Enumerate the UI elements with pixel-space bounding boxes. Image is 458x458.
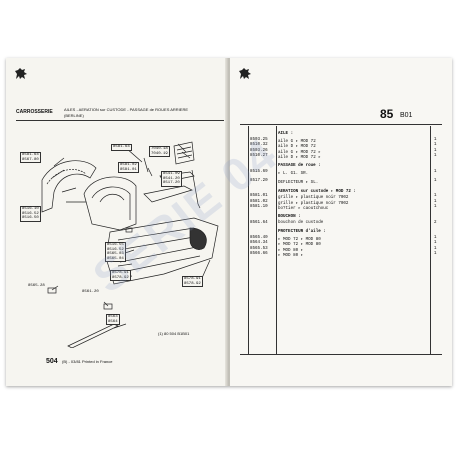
parts-code: 8565.40	[250, 236, 268, 240]
parts-desc: ▸ MOD 72 ▸ MOD 80	[278, 238, 321, 242]
parts-desc: grille ▸ plastique noir 7002	[278, 201, 349, 206]
parts-desc: DEFLECTEUR ▸ SL.	[278, 181, 319, 185]
parts-desc: bouchon de custode	[278, 220, 324, 225]
parts-code: 8581.01	[250, 194, 268, 199]
footer-model-number: 504	[46, 358, 58, 365]
parts-qty: 1	[434, 246, 437, 251]
parts-code: 8515.69	[250, 169, 268, 174]
section-subtitle: (BERLINE)	[64, 113, 84, 118]
parts-qty: 1	[434, 169, 437, 174]
parts-qty: 2	[434, 220, 437, 225]
parts-code: 8564.34	[250, 241, 268, 246]
parts-qty: 1	[434, 252, 437, 257]
parts-desc: grille ▸ plastique noir 7002	[278, 196, 349, 201]
parts-row: 8561.64 bouchon de custode 2	[250, 221, 446, 226]
parts-qty: 1	[434, 194, 437, 199]
table-rule	[430, 126, 431, 354]
parts-desc: ▸ MOD 72 ▸ MOD 80	[278, 243, 321, 248]
parts-row: 8566.66 ▸ MOD 80 ▸ 1	[250, 252, 446, 259]
group-heading: PROTECTEUR d'aile :	[278, 230, 326, 234]
parts-qty: 1	[434, 138, 437, 142]
parts-code: 8510.32	[250, 143, 268, 148]
parts-qty: 1	[434, 154, 437, 159]
table-rule	[240, 354, 442, 355]
parts-desc: aile D ▸ MOD 72	[278, 145, 316, 150]
parts-code: 8503.25	[250, 138, 268, 142]
parts-desc: aile G ▸ MOD 72	[278, 140, 316, 144]
parts-desc: aile G ▸ MOD 72 ▸	[278, 150, 321, 155]
parts-code: 8581.10	[250, 205, 268, 210]
table-rule	[276, 126, 277, 354]
parts-code: 8581.02	[250, 199, 268, 204]
parts-code: 8566.66	[250, 252, 268, 257]
parts-qty: 1	[434, 205, 437, 210]
table-rule	[248, 126, 249, 354]
group-heading: AERATION sur custode ▸ MOD 72 :	[278, 190, 356, 195]
parts-row: 8565.40 ▸ MOD 72 ▸ MOD 80 1	[250, 236, 446, 242]
peugeot-lion-logo	[239, 68, 251, 79]
group-heading: PASSAGE de roue :	[278, 163, 321, 168]
parts-row: 8564.34 ▸ MOD 72 ▸ MOD 80 1	[250, 241, 446, 248]
parts-desc: aile D ▸ MOD 72 ▸	[278, 156, 321, 161]
section-label: CARROSSERIE	[16, 109, 53, 115]
group-heading: AILE :	[278, 132, 294, 136]
parts-code: 8503.26	[250, 148, 268, 153]
parts-code: 8517.20	[250, 179, 268, 183]
callout-label: 8565.28	[28, 284, 45, 288]
parts-row: 8503.25 aile G ▸ MOD 72 1	[250, 138, 446, 144]
footer-print-info: (B) - 03/81 Printed in France	[62, 359, 113, 364]
section-code: B01	[400, 112, 413, 119]
parts-desc: bo?tier ▸ caoutchouc	[278, 207, 329, 212]
parts-qty: 1	[434, 143, 437, 148]
group-heading: BOUCHON :	[278, 214, 301, 219]
parts-code: 8561.64	[250, 220, 268, 225]
parts-row: 8581.10 bo?tier ▸ caoutchouc 1	[250, 205, 446, 212]
peugeot-lion-logo	[15, 68, 27, 79]
parts-qty: 1	[434, 241, 437, 246]
callout-label: 8561.20	[82, 290, 99, 294]
book-gutter	[225, 58, 233, 386]
page-number: 85	[380, 107, 394, 121]
parts-code: 8510.27	[250, 154, 268, 159]
parts-row: 8510.27 aile D ▸ MOD 72 ▸ 1	[250, 154, 446, 161]
parts-row: 8503.26 aile G ▸ MOD 72 ▸ 1	[250, 148, 446, 155]
parts-row: 8510.32 aile D ▸ MOD 72 1	[250, 143, 446, 150]
parts-row: 8565.53 ▸ MOD 80 ▸ 1	[250, 246, 446, 253]
catalog-spread: CARROSSERIE AILES - AERATION sur CUSTODE…	[6, 58, 452, 386]
parts-row: 8581.02 grille ▸ plastique noir 7002 1	[250, 199, 446, 206]
parts-row: 8581.01 grille ▸ plastique noir 7002 1	[250, 194, 446, 201]
left-page: CARROSSERIE AILES - AERATION sur CUSTODE…	[6, 58, 228, 386]
section-title: AILES - AERATION sur CUSTODE - PASSAGE d…	[64, 107, 189, 112]
parts-qty: 1	[434, 236, 437, 240]
parts-row: 8515.69 ▸ L. G1. SR. 1	[250, 169, 446, 176]
parts-desc: ▸ L. G1. SR.	[278, 171, 309, 176]
callout-box: 8581.64	[111, 144, 132, 151]
header-rule	[240, 124, 442, 125]
header-rule	[16, 120, 224, 121]
drawing-caption: (1) 80 504 B1B01	[158, 331, 190, 336]
parts-qty: 1	[434, 148, 437, 153]
parts-qty: 1	[434, 199, 437, 204]
parts-qty: 1	[434, 179, 437, 183]
parts-code: 8565.53	[250, 246, 268, 251]
parts-desc: ▸ MOD 80 ▸	[278, 248, 304, 253]
parts-desc: ▸ MOD 80 ▸	[278, 254, 304, 259]
